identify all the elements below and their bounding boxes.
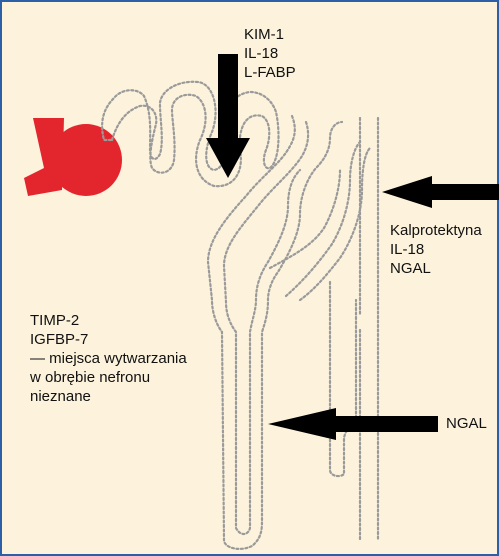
- marker-igfbp7: IGFBP-7: [30, 330, 187, 349]
- marker-timp2: TIMP-2: [30, 311, 187, 330]
- arrow-right: [382, 176, 499, 208]
- marker-ngal-bottom: NGAL: [446, 414, 487, 433]
- left-marker-label: TIMP-2 IGFBP-7 — miejsca wytwarzania w o…: [30, 311, 187, 406]
- marker-il18: IL-18: [244, 44, 296, 63]
- arrow-bottom: [268, 408, 438, 440]
- marker-ngal-right: NGAL: [390, 259, 482, 278]
- note-line-3: nieznane: [30, 387, 187, 406]
- marker-lfabp: L-FABP: [244, 63, 296, 82]
- marker-kim1: KIM-1: [244, 25, 296, 44]
- note-line-1: — miejsca wytwarzania: [30, 349, 187, 368]
- note-line-2: w obrębie nefronu: [30, 368, 187, 387]
- top-marker-label: KIM-1 IL-18 L-FABP: [244, 25, 296, 82]
- glomerulus: [24, 118, 122, 196]
- right-marker-label: Kalprotektyna IL-18 NGAL: [390, 221, 482, 278]
- marker-kalprotektyna: Kalprotektyna: [390, 221, 482, 240]
- marker-il18-right: IL-18: [390, 240, 482, 259]
